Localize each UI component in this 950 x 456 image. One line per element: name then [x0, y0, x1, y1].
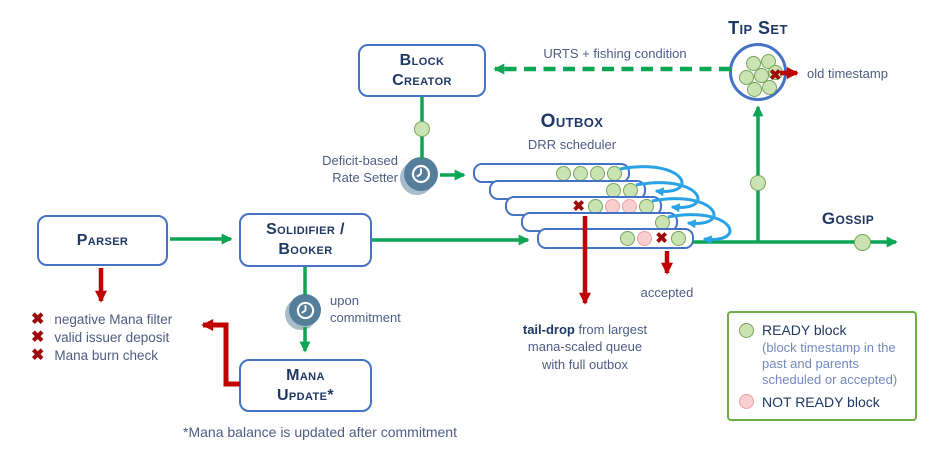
urts-label: URTS + fishing condition [543, 46, 687, 61]
mana-update-box: Mana Update* [239, 359, 372, 412]
ready-block-dot [573, 165, 588, 181]
x-icon: ✖ [31, 311, 45, 328]
x-icon: ✖ [31, 329, 45, 346]
red-reject-arrows [95, 67, 799, 387]
not-ready-block-icon [739, 394, 754, 410]
legend-box: READY block (block timestamp in the past… [727, 311, 917, 421]
not-ready-block-dot [637, 231, 653, 246]
outbox-title: Outbox [540, 111, 604, 132]
tip-set-title: Tip Set [728, 18, 788, 38]
commitment-clock-icon [289, 294, 321, 326]
legend-not-ready-label: NOT READY block [762, 393, 880, 410]
block-creator-label-line2: Creator [392, 71, 452, 89]
rate-setter-label: Deficit-based Rate Setter [322, 153, 398, 185]
solidifier-label-line2: Booker [278, 241, 333, 258]
solidifier-label-line1: Solidifier / [266, 221, 345, 239]
outbox-queue-5: ✖ [537, 228, 694, 249]
parser-label: Parser [76, 231, 129, 249]
tip-set-circle: ✖ [729, 43, 787, 101]
ready-block-icon [739, 322, 754, 338]
block-dot-tip-line [750, 175, 766, 191]
ready-block-dot [607, 165, 622, 181]
filter-item: ✖ Mana burn check [31, 347, 158, 364]
legend-ready-note: (block timestamp in the past and parents… [762, 340, 898, 387]
accepted-label: accepted [640, 285, 694, 300]
parser-box: Parser [37, 215, 168, 266]
legend-ready-row: READY block [739, 322, 905, 338]
block-creator-box: Block Creator [358, 44, 486, 97]
ready-block-dot [671, 231, 686, 246]
rate-setter-clock-icon [404, 157, 438, 191]
tip-block-dot [746, 56, 761, 71]
x-icon: ✖ [31, 347, 45, 364]
footnote-label: *Mana balance is updated after commitmen… [183, 424, 457, 440]
tip-block-dot [747, 82, 762, 97]
ready-block-dot [620, 231, 636, 246]
filter-item: ✖ valid issuer deposit [31, 329, 170, 346]
legend-not-ready-row: NOT READY block [739, 394, 905, 410]
mana-update-label-line1: Mana [286, 366, 325, 384]
gossip-title: Gossip [821, 209, 875, 228]
drr-scheduler-label: DRR scheduler [527, 137, 617, 152]
upon-commitment-label: upon commitment [330, 293, 401, 325]
dropped-block-x-icon: ✖ [572, 197, 585, 215]
ready-block-dot [590, 165, 605, 181]
tail-drop-label: tail-drop from largest mana-scaled queue… [522, 322, 648, 372]
block-dot-creator-line [414, 121, 430, 137]
tip-block-dot [739, 70, 754, 85]
solidifier-booker-box: Solidifier / Booker [239, 213, 372, 267]
tip-block-dot [762, 80, 777, 95]
legend-ready-label: READY block [762, 322, 847, 338]
ready-block-dot [556, 165, 571, 181]
block-dot-gossip-line [854, 234, 871, 251]
block-creator-label-line1: Block [399, 51, 445, 69]
filter-item: ✖ negative Mana filter [31, 311, 173, 328]
dropped-block-x-icon: ✖ [655, 230, 668, 247]
filter-list: ✖ negative Mana filter ✖ valid issuer de… [30, 312, 172, 366]
old-timestamp-x-icon: ✖ [769, 67, 782, 84]
mana-update-label-line2: Update* [276, 386, 335, 404]
old-timestamp-label: old timestamp [807, 66, 888, 81]
